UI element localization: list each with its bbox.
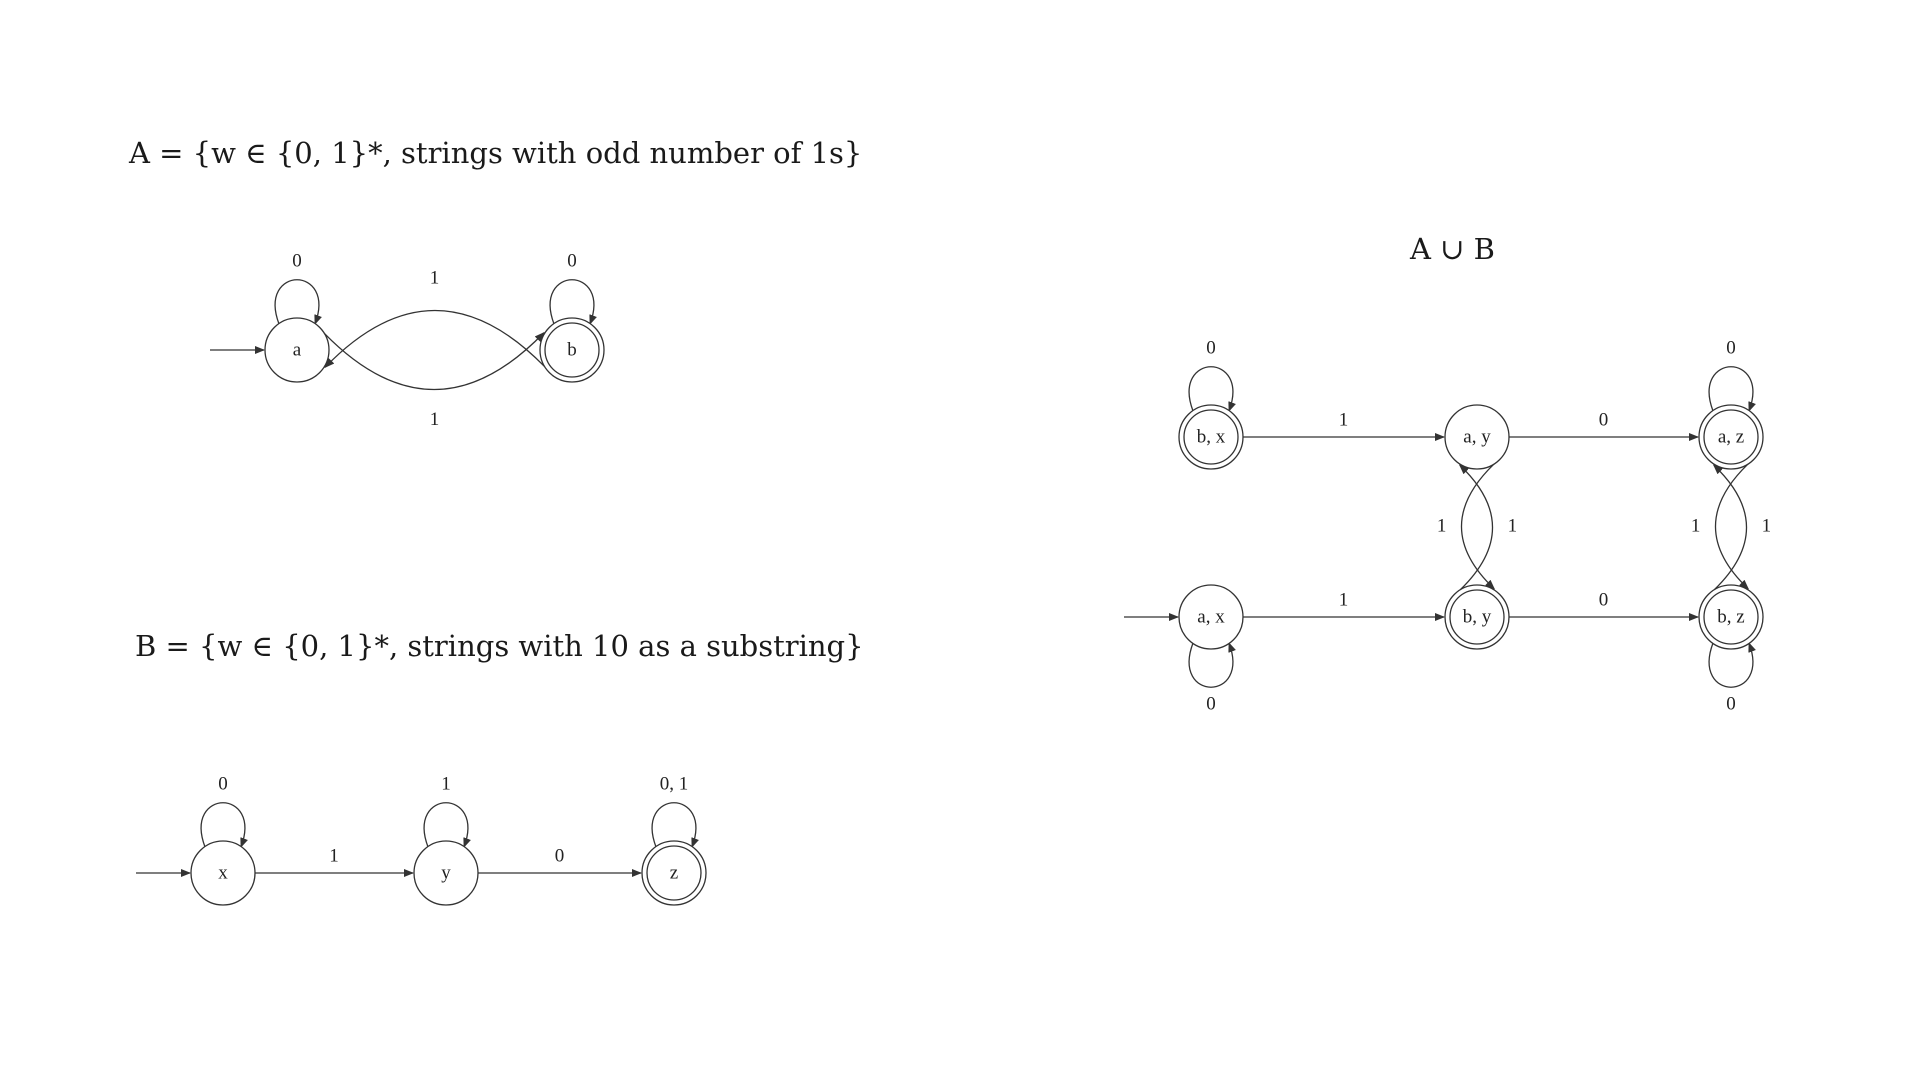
edge-label-ay-by: 1 (1437, 515, 1447, 536)
edge-label-z-loop: 0, 1 (660, 773, 689, 794)
state-label-ax: a, x (1197, 606, 1225, 627)
self-loop-x (200, 802, 248, 848)
transitions-layer (136, 279, 1756, 877)
edge-label-ax-loop: 0 (1206, 693, 1216, 714)
state-label-y: y (441, 862, 451, 883)
language-b-definition: B = {w ∈ {0, 1}*, strings with 10 as a s… (135, 629, 864, 663)
union-title: A ∪ B (1410, 232, 1495, 266)
edge-label-bx-ay: 1 (1339, 409, 1349, 430)
state-label-b: b (567, 339, 577, 360)
edge-label-y-loop: 1 (441, 773, 451, 794)
edge-label-x-loop: 0 (218, 773, 228, 794)
edge-label-by-ay: 1 (1508, 515, 1518, 536)
edge-label-bz-az: 1 (1762, 515, 1772, 536)
transition-ay-to-by (1461, 463, 1495, 590)
state-a: a (264, 317, 330, 383)
edge-label-x-y: 1 (329, 845, 339, 866)
accept-ring-bz (1703, 589, 1759, 645)
state-ay: a, y (1444, 404, 1510, 470)
transition-az-to-bz (1715, 463, 1749, 590)
edge-label-by-bz: 0 (1599, 589, 1609, 610)
edge-label-b-loop: 0 (567, 250, 577, 271)
accept-ring-by (1449, 589, 1505, 645)
accept-ring-z (646, 845, 702, 901)
edge-label-bx-loop: 0 (1206, 337, 1216, 358)
edge-label-az-bz: 1 (1691, 515, 1701, 536)
state-b: b (539, 317, 605, 383)
self-loop-a (274, 279, 322, 325)
state-circle-ay (1444, 404, 1510, 470)
state-bx: b, x (1178, 404, 1244, 470)
state-ax: a, x (1178, 584, 1244, 650)
state-label-bx: b, x (1197, 426, 1226, 447)
state-label-ay: a, y (1463, 426, 1491, 447)
state-z: z (641, 840, 707, 906)
state-label-z: z (670, 862, 678, 883)
transition-bz-to-az (1713, 464, 1747, 591)
state-x: x (190, 840, 256, 906)
states-layer: a b x y z b, x a, y a, z a, x b, y b, z (190, 317, 1764, 906)
state-circle-ax (1178, 584, 1244, 650)
self-loop-y (423, 802, 471, 848)
transition-b-to-a (324, 310, 546, 368)
edge-label-ay-az: 0 (1599, 409, 1609, 430)
self-loop-z (651, 802, 699, 848)
transition-by-to-ay (1459, 464, 1493, 591)
language-a-definition: A = {w ∈ {0, 1}*, strings with odd numbe… (129, 136, 863, 170)
state-label-az: a, z (1718, 426, 1744, 447)
state-label-x: x (218, 862, 228, 883)
state-label-bz: b, z (1717, 606, 1744, 627)
accept-ring-az (1703, 409, 1759, 465)
state-circle-a (264, 317, 330, 383)
state-circle-x (190, 840, 256, 906)
edge-labels-layer: 0 1 1 0 0 1 1 0 0, 1 0 1 0 0 1 1 1 1 0 1 0 0 (218, 250, 1771, 866)
state-label-by: b, y (1463, 606, 1492, 627)
self-loop-bx (1188, 366, 1236, 412)
transition-a-to-b (323, 332, 545, 390)
self-loop-b (549, 279, 597, 325)
edge-label-az-loop: 0 (1726, 337, 1736, 358)
state-label-a: a (293, 339, 302, 360)
state-y: y (413, 840, 479, 906)
self-loop-bz (1708, 642, 1756, 688)
edge-label-a-loop: 0 (292, 250, 302, 271)
state-by: b, y (1444, 584, 1510, 650)
edge-label-bz-loop: 0 (1726, 693, 1736, 714)
state-bz: b, z (1698, 584, 1764, 650)
self-loop-az (1708, 366, 1756, 412)
accept-ring-b (544, 322, 600, 378)
state-az: a, z (1698, 404, 1764, 470)
edge-label-y-z: 0 (555, 845, 565, 866)
edge-label-b-a: 1 (430, 268, 440, 289)
edge-label-ax-by: 1 (1339, 589, 1349, 610)
accept-ring-bx (1183, 409, 1239, 465)
state-circle-y (413, 840, 479, 906)
edge-label-a-b: 1 (430, 409, 440, 430)
self-loop-ax (1188, 642, 1236, 688)
